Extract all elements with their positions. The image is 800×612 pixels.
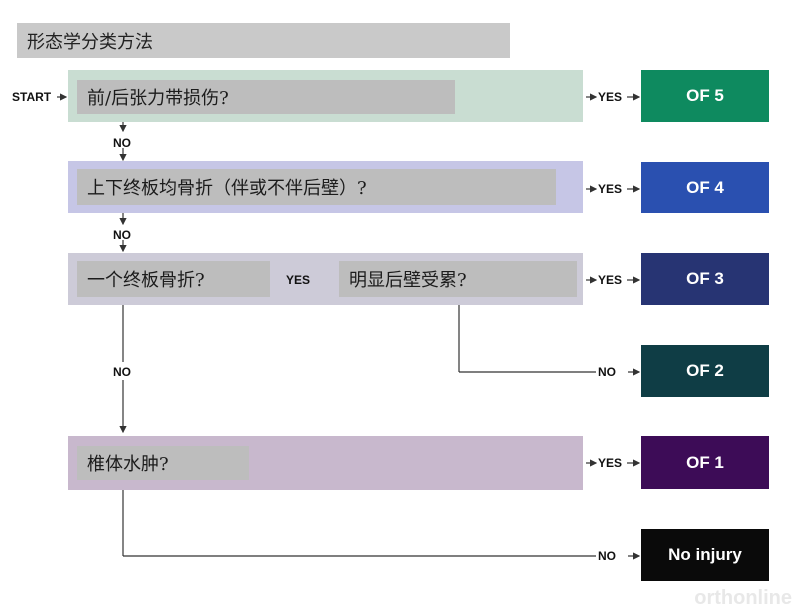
yes-label: YES <box>598 273 623 287</box>
question-tension-text: 前/后张力带损伤? <box>77 80 455 114</box>
yes-label: YES <box>598 90 623 104</box>
yes-label: YES <box>598 456 623 470</box>
question-band-edema: 椎体水肿? <box>68 436 583 490</box>
result-of1: OF 1 <box>641 436 769 489</box>
question-band-one-endplate: 一个终板骨折? 明显后壁受累? <box>68 253 583 305</box>
no-label: NO <box>598 549 616 563</box>
result-no-injury: No injury <box>641 529 769 581</box>
result-of5: OF 5 <box>641 70 769 122</box>
question-band-tension: 前/后张力带损伤? <box>68 70 583 122</box>
page-title: 形态学分类方法 <box>17 23 510 58</box>
result-of3: OF 3 <box>641 253 769 305</box>
watermark-logo: orthonline <box>694 587 792 609</box>
yes-label: YES <box>598 182 623 196</box>
question-one-endplate-text: 一个终板骨折? <box>77 261 270 297</box>
question-edema-text: 椎体水肿? <box>77 446 249 480</box>
question-posterior-wall-text: 明显后壁受累? <box>339 261 577 297</box>
no-label: NO <box>113 136 131 150</box>
question-both-endplates-text: 上下终板均骨折（伴或不伴后壁）? <box>77 169 556 205</box>
result-of4: OF 4 <box>641 162 769 213</box>
result-of2: OF 2 <box>641 345 769 397</box>
no-label: NO <box>113 228 131 242</box>
start-label: START <box>12 90 52 104</box>
no-label: NO <box>113 365 131 379</box>
question-band-both-endplates: 上下终板均骨折（伴或不伴后壁）? <box>68 161 583 213</box>
no-label: NO <box>598 365 616 379</box>
yes-label: YES <box>286 273 311 287</box>
